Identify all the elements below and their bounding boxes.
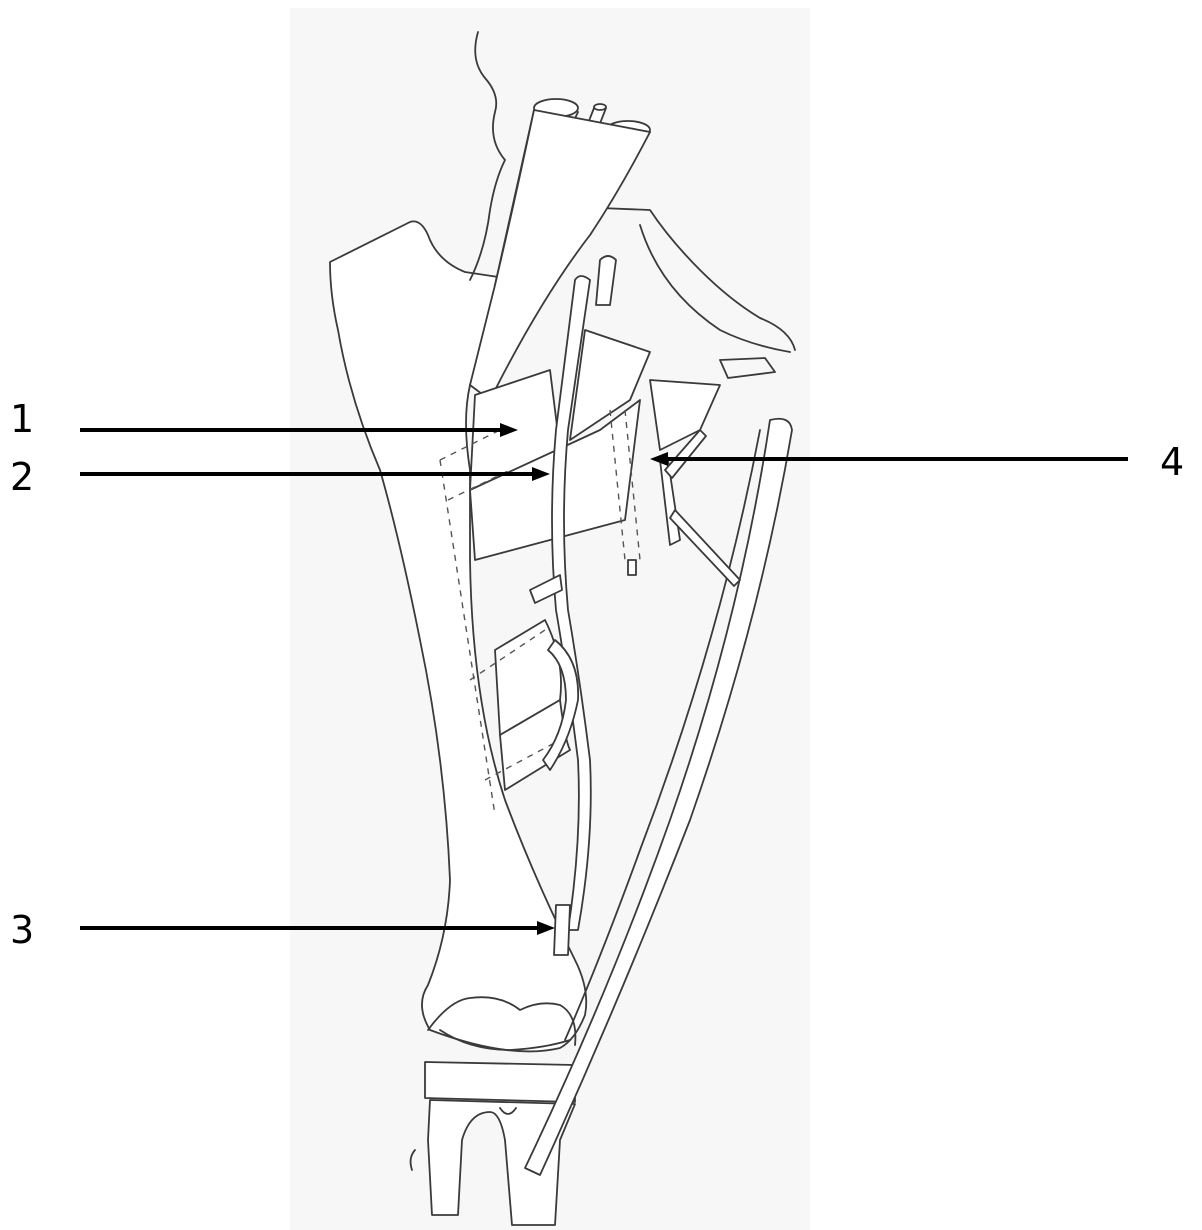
label-1-text: 1 <box>10 397 34 441</box>
label-2-text: 2 <box>10 455 34 499</box>
label-4-text: 4 <box>1160 440 1184 484</box>
label-3-text: 3 <box>10 908 34 952</box>
